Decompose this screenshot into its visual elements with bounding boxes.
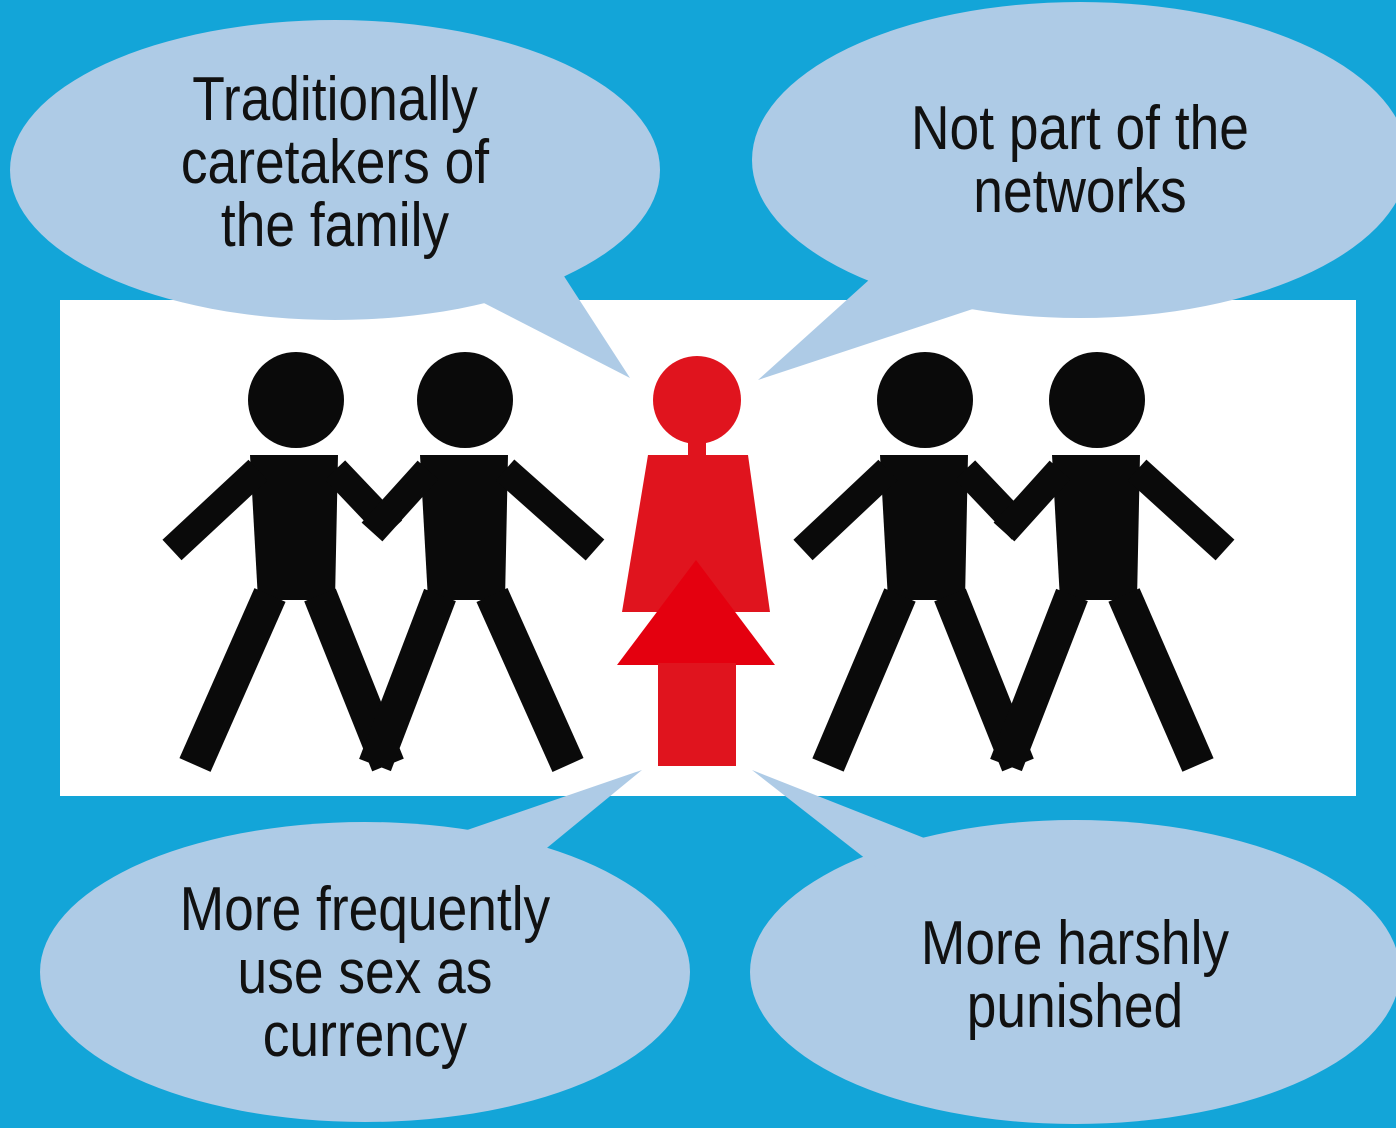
speech-bubble-top-left bbox=[10, 20, 660, 378]
up-arrow-icon bbox=[617, 560, 775, 766]
bubble-text-bottom-right: More harshly punished bbox=[920, 908, 1230, 1041]
bubble-text-top-right: Not part of the networks bbox=[911, 93, 1249, 226]
bubble-text-top-left: Traditionally caretakers of the family bbox=[180, 64, 490, 261]
speech-bubble-top-right bbox=[752, 2, 1396, 380]
speech-bubble-bottom-left bbox=[40, 770, 690, 1122]
man-figure-icon bbox=[359, 352, 605, 772]
bubble-text-bottom-left: More frequently use sex as currency bbox=[179, 874, 551, 1071]
woman-figure-icon bbox=[622, 356, 770, 612]
man-figure-icon bbox=[990, 352, 1235, 772]
speech-bubble-bottom-right bbox=[750, 770, 1396, 1124]
